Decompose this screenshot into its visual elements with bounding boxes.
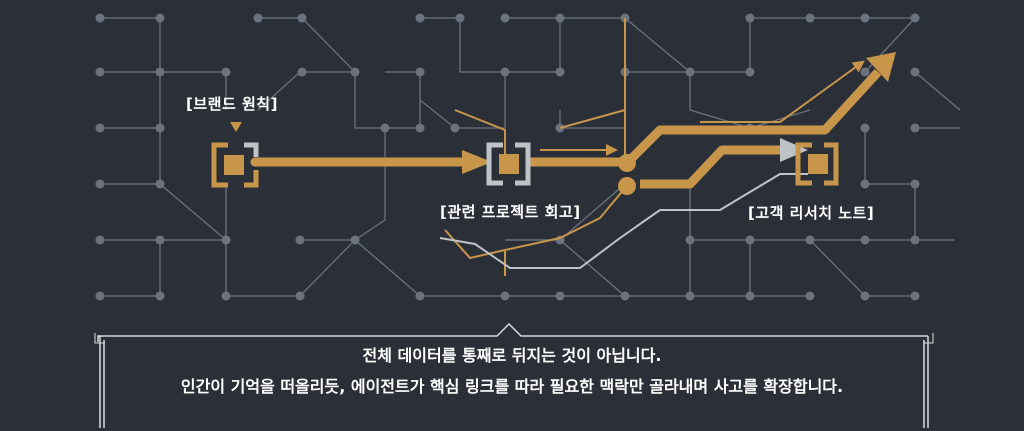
brand-principles-label: [브랜드 원칙] (186, 95, 278, 113)
brand-principles-node (211, 122, 259, 188)
customer-research-node (795, 142, 839, 186)
pointer-triangle (230, 122, 242, 132)
caption-line-2: 인간이 기억을 떠올리듯, 에이전트가 핵심 링크를 따라 필요한 맥락만 골라… (180, 377, 844, 396)
caption-frame (94, 322, 934, 428)
caption-line-1: 전체 데이터를 통째로 뒤지는 것이 아닙니다. (362, 346, 662, 365)
thin-gold-paths (444, 18, 865, 276)
junction-node-lower (618, 177, 636, 195)
customer-research-label: [고객 리서치 노트] (748, 204, 875, 222)
related-project-node (486, 142, 531, 186)
junction-node-upper (618, 154, 636, 172)
primary-link-path (250, 52, 896, 189)
related-project-label: [관련 프로젝트 회고] (440, 203, 581, 221)
caption: 전체 데이터를 통째로 뒤지는 것이 아닙니다. 인간이 기억을 떠올리듯, 에… (0, 340, 1024, 402)
